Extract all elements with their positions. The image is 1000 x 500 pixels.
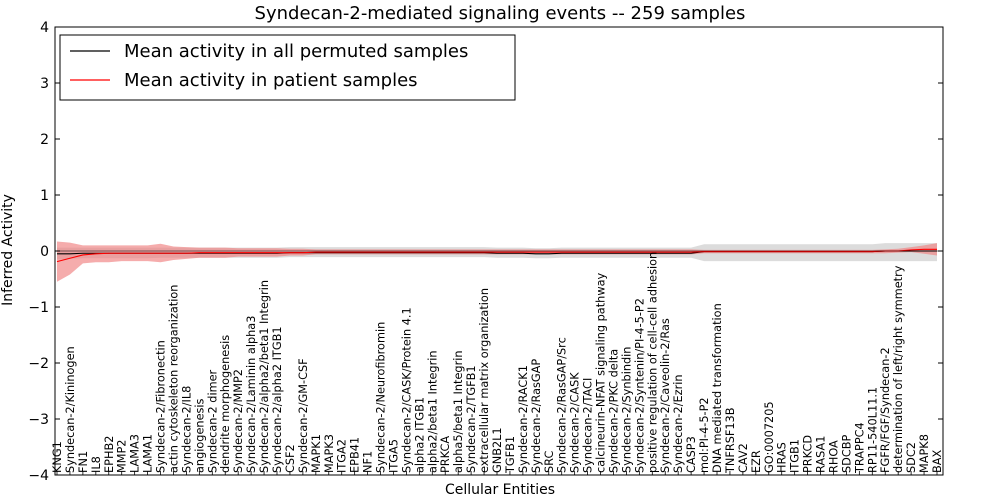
category-label: KNG1	[51, 441, 64, 473]
category-label: EZR	[750, 450, 763, 473]
category-label: extracellular matrix organization	[478, 288, 491, 473]
category-label: determination of left/right symmetry	[892, 265, 905, 473]
category-label: Syndecan-2/alpha2/beta1 Integrin	[258, 280, 271, 473]
category-label: BAX	[931, 450, 944, 473]
chart-title: Syndecan-2-mediated signaling events -- …	[255, 3, 746, 24]
line-series-1	[56, 248, 937, 263]
category-label: RHOA	[827, 440, 840, 473]
category-label: actin cytoskeleton reorganization	[167, 285, 180, 473]
category-label: CAV2	[737, 443, 750, 473]
category-label: HRAS	[776, 442, 789, 473]
category-label: SRC	[543, 451, 556, 473]
category-label: Syndecan-2/Caveolin-2/Ras	[659, 318, 672, 473]
category-label: Syndecan-2/TACI	[582, 378, 595, 473]
category-label: Syndecan-2/RasGAP	[530, 359, 543, 473]
category-label: ITGA5	[387, 439, 400, 473]
category-label: Syndecan-2/MMP2	[232, 369, 245, 473]
category-label: GO:0007205	[763, 401, 776, 473]
x-axis-title: Cellular Entities	[445, 482, 555, 498]
category-label: MAPK8	[918, 434, 931, 473]
category-label: PRKCD	[802, 435, 815, 473]
category-label: FN1	[77, 451, 90, 473]
category-label: SDCBP	[840, 434, 853, 473]
category-label: MAPK3	[323, 434, 336, 473]
category-label: Syndecan-2/Kininogen	[64, 346, 77, 473]
category-label: alpha2 ITGB1	[413, 397, 426, 473]
category-label: Syndecan-2/Fibronectin	[155, 340, 168, 473]
category-label: CSF2	[284, 444, 297, 473]
category-label: TNFRSF13B	[724, 408, 737, 475]
series-lines	[56, 248, 937, 263]
category-label: ITGB1	[789, 439, 802, 473]
category-label: CASP3	[685, 436, 698, 473]
confidence-bands	[57, 241, 937, 282]
y-tick-label: −4	[28, 468, 49, 484]
category-label: Syndecan-2/RACK1	[517, 365, 530, 473]
category-label: MAPK1	[310, 434, 323, 473]
category-label: Syndecan-2/CASK/Protein 4.1	[400, 307, 413, 473]
category-label: EPB41	[349, 437, 362, 473]
category-label: NF1	[362, 451, 375, 473]
legend-label-patient: Mean activity in patient samples	[124, 70, 418, 91]
category-label: EPHB2	[103, 436, 116, 473]
category-label: Syndecan-2/PKC delta	[607, 349, 620, 473]
category-label: DNA mediated transformation	[711, 303, 724, 473]
legend: Mean activity in all permuted samples Me…	[59, 34, 516, 101]
category-label: positive regulation of cell-cell adhesio…	[646, 252, 659, 473]
category-label: Syndecan-2/Syntenin/PI-4-5-P2	[633, 298, 646, 473]
category-label: TGFB1	[504, 436, 517, 474]
category-label: alpha5/beta1 Integrin	[452, 350, 465, 473]
category-label: Syndecan-2/Synbindin	[620, 347, 633, 473]
category-label: Syndecan-2/IL8	[180, 386, 193, 473]
y-tick-label: −1	[28, 300, 49, 316]
category-label: PRKCA	[439, 436, 452, 473]
category-label: alpha2/beta1 Integrin	[426, 350, 439, 473]
category-label: dendrite morphogenesis	[219, 335, 232, 473]
category-label: Syndecan-2/RasGAP/Src	[556, 337, 569, 473]
y-axis-title: Inferred Activity	[0, 194, 16, 306]
category-label: Syndecan-2/CASK	[569, 372, 582, 473]
y-tick-label: 2	[40, 132, 49, 148]
y-tick-label: 1	[40, 188, 49, 204]
y-tick-label: 4	[40, 20, 49, 36]
category-label: FGFR/FGF/Syndecan-2	[879, 347, 892, 473]
legend-label-permuted: Mean activity in all permuted samples	[124, 41, 468, 62]
category-label: LAMA3	[129, 434, 142, 473]
category-label: SDC2	[905, 442, 918, 473]
category-label: RP11-540L11.1	[866, 387, 879, 473]
y-tick-label: 3	[40, 76, 49, 92]
legend-box	[59, 34, 516, 101]
y-axis-ticks: −4 −3 −2 −1 0 1 2 3 4	[28, 20, 943, 484]
category-label: Syndecan-2/Laminin alpha3	[245, 316, 258, 473]
category-label: LAMA1	[142, 434, 155, 473]
category-label: TRAPPC4	[853, 422, 866, 474]
category-label: mol:PI-4-5-P2	[698, 397, 711, 473]
category-label: Syndecan-2/GM-CSF	[297, 358, 310, 473]
y-tick-label: −2	[28, 356, 49, 372]
category-label: Syndecan-2/TGFB1	[465, 365, 478, 473]
category-label: GNB2L1	[491, 427, 504, 473]
category-label: Syndecan-2/Neurofibromin	[375, 322, 388, 473]
category-label: Syndecan-2/alpha2 ITGB1	[271, 326, 284, 473]
category-label: IL8	[90, 456, 103, 473]
y-tick-label: −3	[28, 412, 49, 428]
category-label: calcineurin-NFAT signaling pathway	[595, 273, 608, 473]
category-label: angiogenesis	[193, 398, 206, 473]
category-label: Syndecan-2/Ezrin	[672, 374, 685, 473]
category-label: ITGA2	[336, 439, 349, 473]
category-label: Syndecan-2 dimer	[206, 369, 219, 473]
category-label: MMP2	[116, 440, 129, 474]
y-tick-label: 0	[40, 244, 49, 260]
category-label: RASA1	[815, 436, 828, 473]
